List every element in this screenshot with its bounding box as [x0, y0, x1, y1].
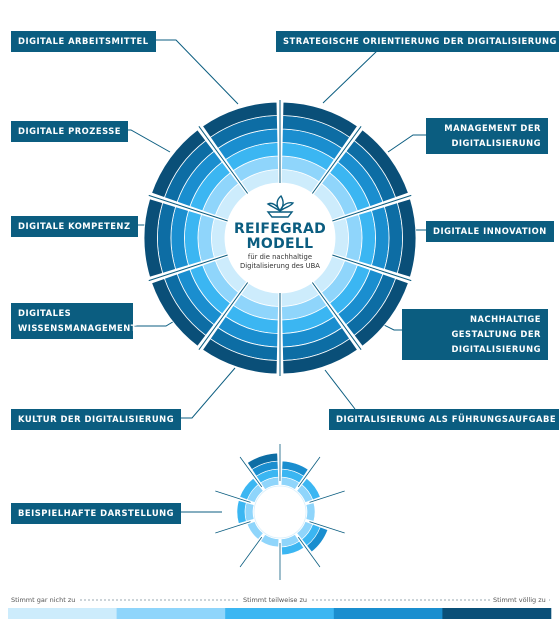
label-nachhaltige-gestaltung: NACHHALTIGE GESTALTUNG DER DIGITALISIERU…: [402, 309, 548, 360]
example-divider-line: [239, 536, 263, 568]
example-segment-innovation-level-1: [305, 502, 316, 522]
example-segment-fuehrungsaufgabe-level-2: [281, 540, 305, 556]
label-kultur: KULTUR DER DIGITALISIERUNG: [11, 409, 182, 430]
example-wheel: [215, 444, 345, 580]
wheel-segment-nachhaltige-gestaltung-level-6: [353, 277, 409, 347]
connector-wissensmanagement: [133, 319, 177, 327]
wheel-segment-strategische-orientierung-level-6: [282, 101, 358, 138]
label-management: MANAGEMENT DER DIGITALISIERUNG: [426, 118, 548, 154]
hand-with-leaves-icon: [266, 194, 295, 218]
wheel-segment-innovation-level-6: [396, 198, 417, 278]
wheel-divider-line: [198, 126, 249, 194]
wheel-segment-management-level-6: [353, 129, 409, 199]
label-wissensmanagement-text: DIGITALES WISSENSMANAGEMENT: [18, 308, 137, 333]
example-divider-line: [297, 536, 321, 568]
example-divider-line: [309, 521, 345, 534]
scale-label-left: Stimmt gar nicht zu: [8, 596, 79, 605]
wheel-divider-line: [148, 254, 228, 282]
scale-bar-segment-2: [116, 608, 226, 619]
wheel-divider-line: [311, 126, 362, 194]
agreement-scale: [8, 599, 552, 619]
wheel-segment-kompetenz-level-6: [143, 198, 164, 278]
label-management-text: MANAGEMENT DER DIGITALISIERUNG: [444, 123, 541, 148]
connector-kultur: [172, 367, 236, 419]
wheel-divider-line: [332, 254, 412, 282]
label-example: BEISPIELHAFTE DARSTELLUNG: [11, 503, 182, 524]
example-segment-management-level-2: [301, 477, 321, 501]
example-divider-line: [215, 521, 251, 534]
label-wissensmanagement: DIGITALES WISSENSMANAGEMENT: [11, 303, 136, 339]
wheel-segment-wissensmanagement-level-6: [151, 277, 207, 347]
wheel-divider-line: [311, 282, 362, 350]
scale-bar-segment-1: [8, 608, 117, 619]
example-segment-arbeitsmittel-level-4: [247, 452, 279, 470]
example-divider-line: [297, 456, 321, 488]
example-segment-strategische-orientierung-level-3: [281, 460, 309, 477]
label-strategische-orientierung: STRATEGISCHE ORIENTIERUNG DER DIGITALISI…: [276, 31, 559, 52]
connector-arbeitsmittel: [146, 39, 239, 105]
model-title: REIFEGRAD MODELL: [233, 221, 327, 252]
label-innovation: DIGITALE INNOVATION: [426, 221, 554, 242]
wheel-divider-line: [198, 282, 249, 350]
wheel-center-disc: [225, 183, 335, 293]
scale-bar-segment-5: [442, 608, 552, 619]
wheel-segment-innovation-level-1: [332, 217, 349, 259]
example-segment-kultur-level-1: [260, 534, 280, 548]
connector-management: [387, 134, 426, 153]
label-fuehrungsaufgabe: DIGITALISIERUNG ALS FÜHRUNGSAUFGABE: [329, 409, 559, 430]
wheel-segment-kultur-level-6: [202, 338, 278, 375]
label-arbeitsmittel: DIGITALE ARBEITSMITTEL: [11, 31, 156, 52]
example-segment-wissensmanagement-level-1: [246, 521, 264, 540]
label-prozesse: DIGITALE PROZESSE: [11, 121, 128, 142]
wheel-divider-line: [148, 194, 228, 222]
scale-label-right: Stimmt völlig zu: [490, 596, 549, 605]
wheel-segment-kompetenz-level-1: [211, 217, 228, 259]
scale-bar-segment-4: [333, 608, 443, 619]
wheel-segment-prozesse-level-6: [151, 129, 207, 199]
wheel-divider-line: [332, 194, 412, 222]
example-segment-nachhaltige-gestaltung-level-3: [306, 526, 329, 553]
example-center-disc: [253, 485, 307, 539]
scale-bar-segment-3: [225, 608, 335, 619]
example-segment-kompetenz-level-2: [236, 500, 247, 524]
wheel-segment-fuehrungsaufgabe-level-6: [282, 338, 358, 375]
wheel-segment-arbeitsmittel-level-6: [202, 101, 278, 138]
label-kompetenz: DIGITALE KOMPETENZ: [11, 216, 138, 237]
example-segment-prozesse-level-2: [239, 477, 259, 501]
connector-fuehrungsaufgabe: [324, 369, 356, 410]
maturity-wheel: [143, 100, 417, 376]
example-divider-line: [239, 456, 263, 488]
scale-label-middle: Stimmt teilweise zu: [240, 596, 311, 605]
model-subtitle: für die nachhaltige Digitalisierung des …: [240, 253, 320, 270]
example-divider-line: [215, 490, 251, 503]
example-segment-kompetenz-level-1: [244, 502, 255, 522]
connector-strategische-orientierung: [322, 49, 379, 104]
label-nachhaltige-gestaltung-text: NACHHALTIGE GESTALTUNG DER DIGITALISIERU…: [451, 314, 541, 354]
example-divider-line: [309, 490, 345, 503]
